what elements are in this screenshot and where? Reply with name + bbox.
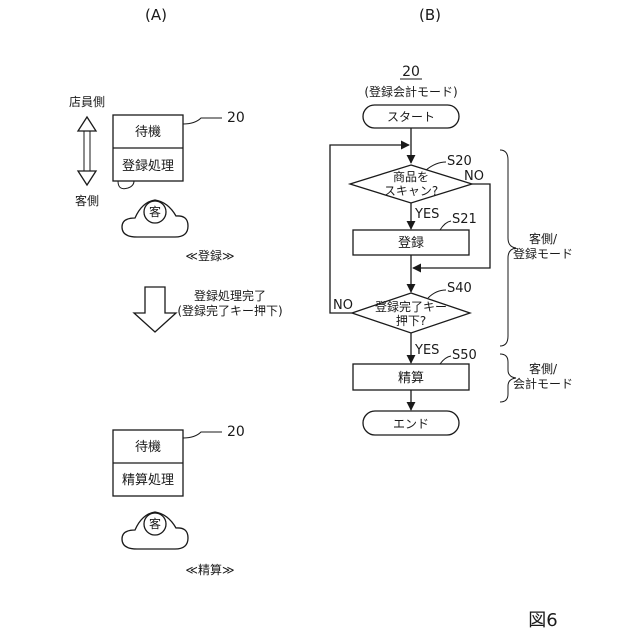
s21-step-label: S21: [452, 212, 477, 227]
s50-text: 精算: [398, 371, 424, 386]
brace2-line1: 客側/: [529, 361, 558, 376]
brace1-line2: 登録モード: [513, 246, 573, 261]
s40-no-label: NO: [333, 298, 353, 313]
register-unit-top: [113, 115, 222, 189]
figure-number: 図6: [528, 610, 557, 631]
side-double-arrow: [78, 117, 96, 185]
s40-text-line2: 押下?: [396, 314, 426, 328]
transition-text-line2: (登録完了キー押下): [177, 303, 282, 318]
payment-caption: ≪精算≫: [185, 562, 234, 577]
ref-number-top: 20: [227, 110, 245, 126]
registration-process-label: 登録処理: [122, 159, 174, 174]
standby-label-bottom: 待機: [135, 440, 161, 455]
s40-text-line1: 登録完了キー: [375, 299, 447, 314]
s40-step-label: S40: [447, 281, 472, 296]
brace1-line1: 客側/: [529, 231, 558, 246]
s20-text-line2: スキャン?: [384, 184, 438, 198]
panel-a-label: (A): [145, 6, 167, 24]
s20-step-label: S20: [447, 154, 472, 169]
flowchart-ref: 20: [402, 64, 420, 80]
transition-arrow: [134, 287, 176, 332]
standby-label-top: 待機: [135, 125, 161, 140]
customer-side-label: 客側: [75, 193, 99, 208]
s21-text: 登録: [398, 236, 424, 251]
s40-yes-label: YES: [414, 343, 439, 358]
payment-process-label: 精算処理: [122, 473, 174, 488]
registration-caption: ≪登録≫: [185, 248, 234, 263]
start-label: スタート: [387, 110, 435, 124]
clerk-side-label: 店員側: [69, 95, 105, 109]
end-label: エンド: [393, 417, 429, 431]
s50-step-label: S50: [452, 348, 477, 363]
transition-text-line1: 登録処理完了: [194, 288, 266, 303]
brace2-line2: 会計モード: [513, 376, 573, 391]
customer-label-bottom: 客: [149, 516, 161, 531]
customer-label-top: 客: [149, 204, 161, 219]
s20-yes-label: YES: [414, 207, 439, 222]
s20-no-label: NO: [464, 169, 484, 184]
panel-b-label: (B): [419, 6, 441, 24]
mode-label: (登録会計モード): [364, 84, 457, 99]
ref-number-bottom: 20: [227, 424, 245, 440]
s20-text-line1: 商品を: [393, 169, 429, 184]
